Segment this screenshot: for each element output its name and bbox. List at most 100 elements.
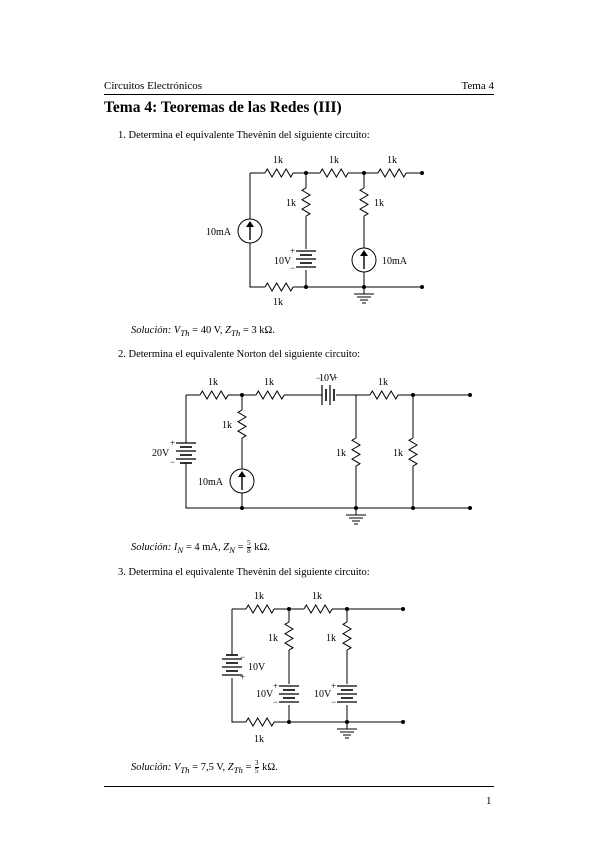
c3-node [287, 720, 291, 724]
c1-label-r-bottom: 1k [273, 297, 283, 308]
solution-1-prefix: Solución: [131, 325, 172, 336]
solution-2-zn-numerator: 5 [247, 539, 251, 548]
c2-label-r-top-1: 1k [208, 377, 218, 388]
problem-3-text: Determina el equivalente Thevènin del si… [128, 567, 370, 578]
c3-node [401, 607, 405, 611]
c1-label-vsrc: 10V [274, 256, 292, 267]
c2-voltage-source-top: − + [316, 373, 338, 405]
c3-resistor-vert-2 [342, 621, 352, 651]
c2-ground-icon [346, 508, 366, 525]
c2-label-r-top-2: 1k [264, 377, 274, 388]
c2-node [240, 506, 244, 510]
solution-3-vth-value: = 7,5 V, [189, 761, 228, 773]
c2-resistor-top-2 [255, 390, 285, 400]
solution-3-vth-symbol: V [173, 761, 181, 773]
c1-label-r-top-3: 1k [387, 155, 397, 166]
solution-2-zn-denominator: 8 [247, 547, 251, 555]
c1-resistor-top-3 [377, 168, 407, 178]
solution-2-in-value: = 4 mA, [183, 541, 224, 553]
c3-resistor-top-1 [245, 604, 275, 614]
c1-minus-sign: − [290, 263, 295, 273]
problem-2-text: Determina el equivalente Norton del sigu… [128, 349, 361, 360]
solution-3-vth-sub: Th [180, 765, 190, 775]
c1-current-arrowhead-right [360, 250, 368, 256]
c3-node [345, 720, 349, 724]
solution-1-zth-sub: Th [230, 328, 241, 339]
c3-voltage-source-left: − + [222, 652, 245, 682]
solution-1: Solución: VTh = 40 V, ZTh = 3 kΩ. [131, 325, 275, 338]
c2-node [468, 393, 472, 397]
c1-resistor-bottom [264, 282, 294, 292]
c1-node [304, 171, 308, 175]
c2-resistor-vert-2 [351, 437, 361, 467]
circuit-3: − + + − + − [222, 591, 405, 745]
running-header-course: Circuitos Electrónicos [104, 80, 203, 92]
c1-label-isrc-left: 10mA [206, 227, 232, 238]
solution-2-zn-symbol: Z [223, 541, 230, 553]
c3-left-minus-sign: − [240, 652, 245, 662]
problem-3-statement: 3. Determina el equivalente Thevènin del… [118, 567, 370, 578]
c1-label-r-top-1: 1k [273, 155, 283, 166]
c1-ground-icon [354, 287, 374, 304]
problem-2-statement: 2. Determina el equivalente Norton del s… [118, 349, 360, 360]
solution-2-zn-unit: kΩ. [251, 541, 270, 553]
solution-3-zth-symbol: Z [227, 761, 234, 773]
c1-node [420, 171, 424, 175]
c2-node [468, 506, 472, 510]
c1-resistor-top-1 [264, 168, 294, 178]
solution-3-zth-numerator: 3 [255, 759, 259, 768]
c2-label-r-vert-1: 1k [222, 420, 232, 431]
c1-current-arrowhead-left [246, 221, 254, 227]
c3-resistor-top-2 [303, 604, 333, 614]
c2-node [240, 393, 244, 397]
c1-current-source-left [237, 218, 263, 244]
c3-left-plus-sign: + [240, 672, 245, 682]
c3-label-r-bottom: 1k [254, 734, 264, 745]
solution-1-zth-value: = 3 kΩ. [240, 325, 275, 336]
solution-2-in-symbol: I [173, 541, 178, 553]
c3-right-minus-sign: − [331, 697, 336, 707]
c1-resistor-top-2 [319, 168, 349, 178]
problem-1-number: 1. [118, 130, 126, 141]
c1-label-r-vert-2: 1k [374, 198, 384, 209]
c2-resistor-vert-3 [408, 437, 418, 467]
c1-plus-sign: + [290, 246, 295, 256]
c2-label-r-vert-3: 1k [393, 448, 403, 459]
c3-label-r-top-2: 1k [312, 591, 322, 602]
c1-voltage-source: + − [290, 246, 316, 273]
solution-3-zth-denominator: 5 [255, 767, 259, 775]
c2-wire [185, 395, 470, 509]
c1-label-isrc-right: 10mA [382, 256, 408, 267]
c3-resistor-bottom [245, 717, 275, 727]
c2-top-minus-sign: − [316, 373, 321, 383]
header-rule [104, 94, 494, 95]
c2-resistor-top-1 [199, 390, 229, 400]
c1-node [362, 285, 366, 289]
c1-resistor-vert-2 [359, 187, 369, 217]
c1-node [304, 285, 308, 289]
c1-current-source-right [351, 247, 377, 273]
c2-label-vsrc-top: 10V [319, 373, 337, 384]
solution-2-in-sub: N [177, 545, 184, 555]
c2-label-r-vert-2: 1k [336, 448, 346, 459]
c2-resistor-vert-1 [237, 409, 247, 439]
c3-label-r-vert-2: 1k [326, 633, 336, 644]
problem-1-statement: 1. Determina el equivalente Thevènin del… [118, 130, 370, 141]
c1-node [420, 285, 424, 289]
c2-resistor-top-3 [369, 390, 399, 400]
c3-voltage-source-mid: + − [273, 681, 299, 707]
solution-1-vth-sub: Th [180, 328, 190, 339]
solution-1-vth-symbol: V [173, 325, 181, 336]
solution-2-prefix: Solución: [131, 541, 172, 553]
solution-3-zth-unit: kΩ. [259, 761, 278, 773]
c3-voltage-source-right: + − [331, 681, 357, 707]
solution-1-zth-symbol: Z [225, 325, 231, 336]
c1-node [362, 171, 366, 175]
c3-label-vsrc-left: 10V [248, 662, 266, 673]
c2-voltage-source-left: + − [170, 438, 196, 467]
c2-node [354, 506, 358, 510]
c2-label-isrc: 10mA [198, 477, 224, 488]
running-header-topic: Tema 4 [461, 80, 494, 92]
solution-3-zth-sub: Th [233, 765, 243, 775]
